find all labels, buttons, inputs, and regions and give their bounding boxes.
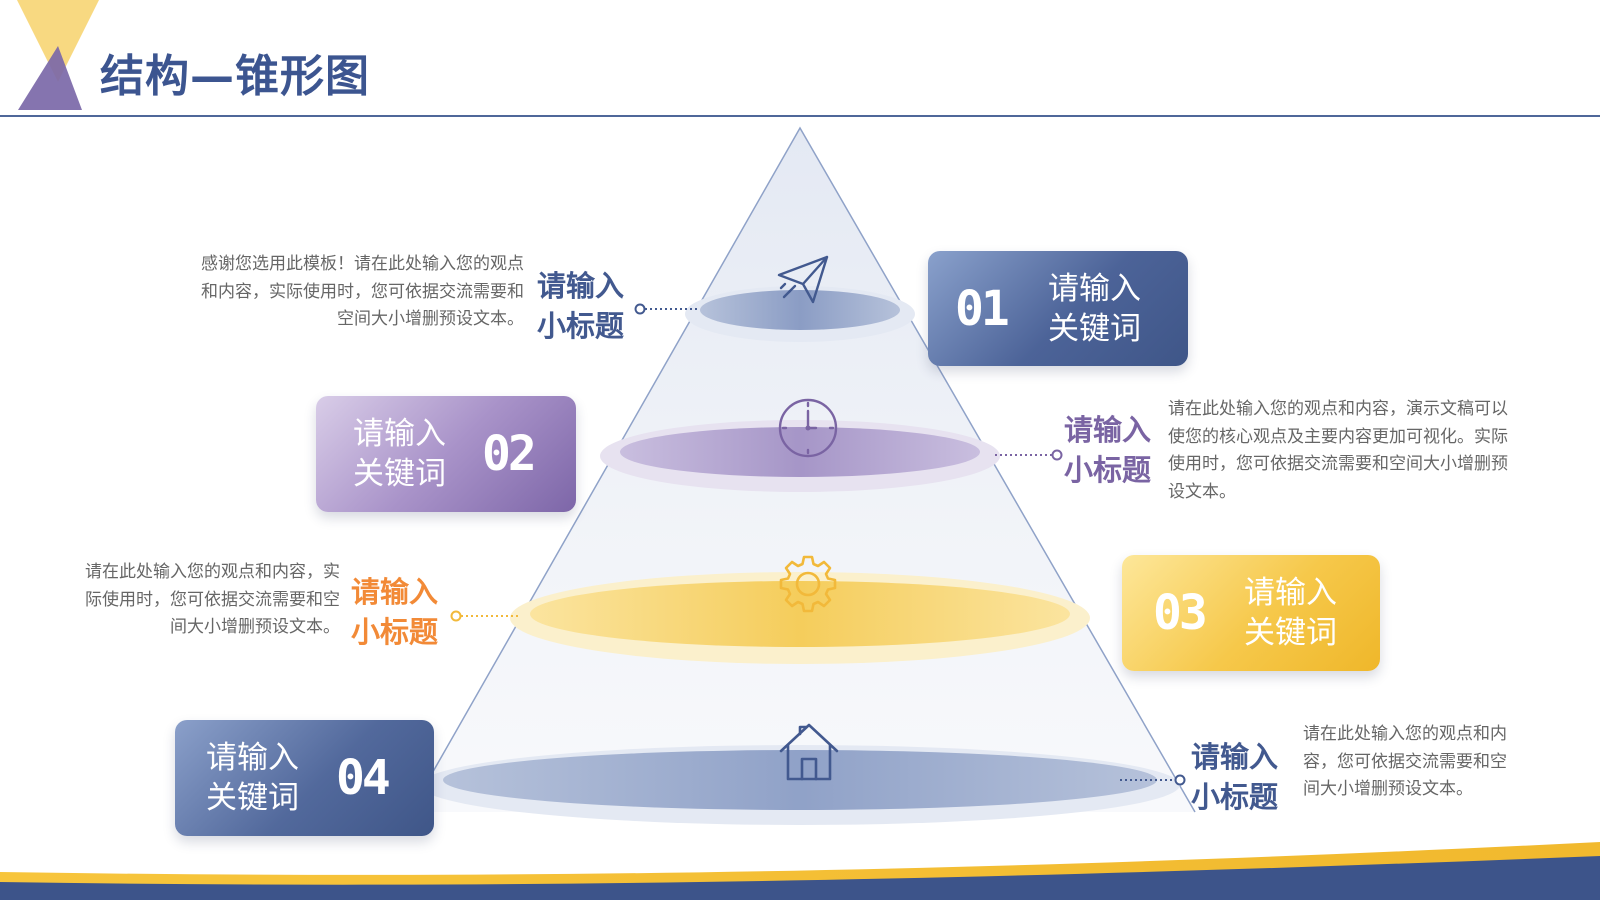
level-number-04: 04 — [336, 750, 391, 806]
keyword-box-02: 请输入 关键词 02 — [316, 396, 576, 512]
subtitle-line-1: 请输入 — [351, 575, 439, 609]
subtitle-line-2: 小标题 — [537, 309, 625, 343]
level-number-01: 01 — [955, 280, 1010, 337]
gear-icon — [779, 555, 837, 613]
keyword-box-03: 03 请输入 关键词 — [1122, 555, 1380, 671]
keyword-line-2: 关键词 — [1244, 615, 1337, 651]
subtitle-line-2: 小标题 — [1064, 453, 1152, 487]
subtitle-01: 请输入 小标题 — [537, 266, 624, 346]
keyword-box-01: 01 请输入 关键词 — [928, 251, 1188, 366]
header-triangle-yellow — [17, 0, 99, 82]
keyword-line-2: 关键词 — [206, 780, 299, 816]
subtitle-line-1: 请输入 — [537, 269, 625, 303]
keyword-line-1: 请输入 — [1048, 270, 1141, 307]
subtitle-line-2: 小标题 — [351, 615, 439, 649]
subtitle-line-1: 请输入 — [1191, 740, 1279, 774]
bottom-wave-blue — [0, 856, 1600, 900]
subtitle-line-1: 请输入 — [1064, 413, 1152, 447]
description-02: 请在此处输入您的观点和内容，演示文稿可以使您的核心观点及主要内容更加可视化。实际… — [1168, 399, 1508, 502]
keyword-line-1: 请输入 — [206, 740, 299, 776]
clock-icon — [778, 398, 838, 458]
level-number-03: 03 — [1153, 585, 1208, 641]
keyword-text-04: 请输入 关键词 — [206, 738, 299, 818]
header-triangle-purple — [18, 46, 82, 110]
keyword-text-03: 请输入 关键词 — [1244, 573, 1337, 653]
keyword-line-1: 请输入 — [1244, 575, 1337, 611]
keyword-line-2: 关键词 — [353, 456, 446, 492]
keyword-line-2: 关键词 — [1048, 310, 1141, 347]
description-01: 感谢您选用此模板！请在此处输入您的观点和内容，实际使用时，您可依据交流需要和空间… — [201, 254, 524, 329]
subtitle-04: 请输入 小标题 — [1191, 737, 1278, 817]
page-title: 结构—锥形图 — [100, 51, 370, 102]
header-divider — [0, 115, 1600, 117]
keyword-line-1: 请输入 — [353, 416, 446, 452]
subtitle-line-2: 小标题 — [1191, 780, 1279, 814]
level-number-02: 02 — [482, 426, 537, 482]
keyword-text-02: 请输入 关键词 — [353, 414, 446, 494]
description-03: 请在此处输入您的观点和内容，实际使用时，您可依据交流需要和空间大小增删预设文本。 — [85, 562, 340, 637]
paper-plane-icon — [777, 255, 829, 304]
keyword-text-01: 请输入 关键词 — [1048, 269, 1141, 349]
subtitle-02: 请输入 小标题 — [1064, 410, 1151, 490]
house-icon — [779, 723, 839, 781]
subtitle-03: 请输入 小标题 — [351, 572, 438, 652]
keyword-box-04: 请输入 关键词 04 — [175, 720, 434, 836]
description-04: 请在此处输入您的观点和内容，您可依据交流需要和空间大小增删预设文本。 — [1303, 724, 1507, 799]
